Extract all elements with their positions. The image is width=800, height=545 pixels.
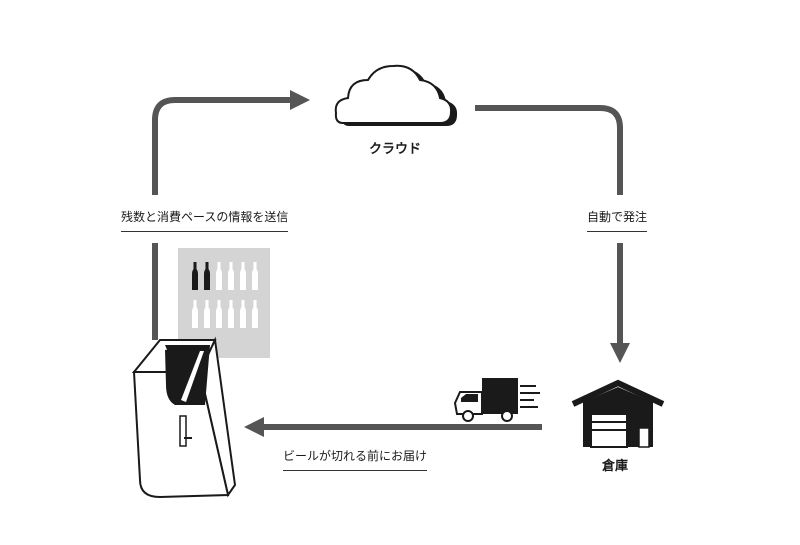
bottle-light xyxy=(216,300,222,328)
delivery-truck-icon xyxy=(453,378,540,422)
cloud-icon xyxy=(334,64,458,126)
bottle-light xyxy=(216,262,222,290)
cloud-label: クラウド xyxy=(369,142,422,157)
bottle-light xyxy=(228,300,234,328)
arrowhead-to-fridge xyxy=(244,417,264,437)
arrow-to-cloud xyxy=(152,97,295,340)
bottle-light xyxy=(240,262,246,290)
warehouse-icon xyxy=(571,379,665,448)
bottle-light xyxy=(252,300,258,328)
arrowhead-to-warehouse xyxy=(610,343,630,363)
warehouse-label: 倉庫 xyxy=(602,459,629,474)
bottle-light xyxy=(240,300,246,328)
send-info-label: 残数と消費ペースの情報を送信 xyxy=(121,208,289,232)
bottle-light xyxy=(228,262,234,290)
auto-order-label: 自動で発注 xyxy=(587,208,648,232)
bottle-light xyxy=(192,300,198,328)
bottle-light xyxy=(204,300,210,328)
bottle-light xyxy=(252,262,258,290)
bottle-dark xyxy=(204,262,210,290)
arrowhead-to-cloud xyxy=(290,90,310,110)
bottle-dark xyxy=(192,262,198,290)
beer-fridge-icon xyxy=(131,336,237,499)
arrow-to-warehouse xyxy=(475,105,623,345)
delivery-label: ビールが切れる前にお届け xyxy=(283,447,428,471)
